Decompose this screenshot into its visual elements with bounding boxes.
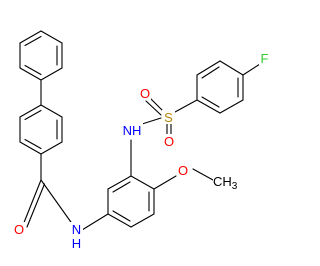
atom-sulfonyl-oxygen-bottom: O — [163, 134, 175, 149]
methoxy-methyl-ch: CH — [213, 174, 232, 189]
methoxy-oxygen-label: O — [178, 163, 188, 178]
atom-methoxy-oxygen: O — [177, 163, 189, 178]
chemical-structure-diagram: F O S O NH O CH3 O N H — [13, 30, 270, 251]
amide-c-n-bond — [40, 179, 74, 226]
sulfonamide-nh-label: NH — [123, 123, 142, 138]
amide-oxygen-label: O — [14, 222, 24, 237]
methoxy-methyl-label: CH3 — [213, 174, 238, 192]
carbonyl-double-bond — [22, 179, 46, 228]
n-to-s-bond — [141, 117, 162, 125]
sulfonyl-oxygen-bottom-label: O — [164, 134, 174, 149]
s-to-fluorophenyl-bond — [174, 99, 198, 113]
sulfur-label: S — [164, 110, 173, 125]
n-to-aniline-bond — [81, 213, 109, 231]
sulfonyl-double-bond-bottom — [166, 122, 172, 137]
aniline-ring — [107, 175, 155, 228]
atom-sulfonyl-oxygen-left: O — [139, 86, 151, 101]
atom-sulfonamide-nh: NH — [121, 123, 143, 138]
atom-amide-oxygen: O — [13, 222, 25, 237]
c-f-bond — [242, 63, 261, 76]
fluorine-label: F — [261, 51, 269, 66]
methoxy-methyl-subscript: 3 — [232, 181, 238, 192]
amide-hydrogen-label: H — [72, 236, 81, 251]
atom-fluorine: F — [259, 51, 270, 66]
methoxy-o-to-methyl-bond — [192, 168, 214, 181]
sulfonyl-oxygen-left-label: O — [140, 86, 150, 101]
amide-nitrogen-label: N — [72, 222, 81, 237]
atom-methoxy-methyl: CH3 — [213, 174, 243, 192]
fluorophenyl-ring — [196, 60, 244, 114]
ring-to-methoxy-o-bond — [153, 175, 177, 190]
sulfonyl-double-bond-left — [145, 97, 165, 116]
atom-amide-nitrogen: N H — [70, 222, 83, 251]
benzamide-phenyl-ring — [19, 104, 63, 155]
atom-sulfur: S — [162, 110, 175, 125]
terminal-phenyl-ring — [19, 30, 63, 81]
